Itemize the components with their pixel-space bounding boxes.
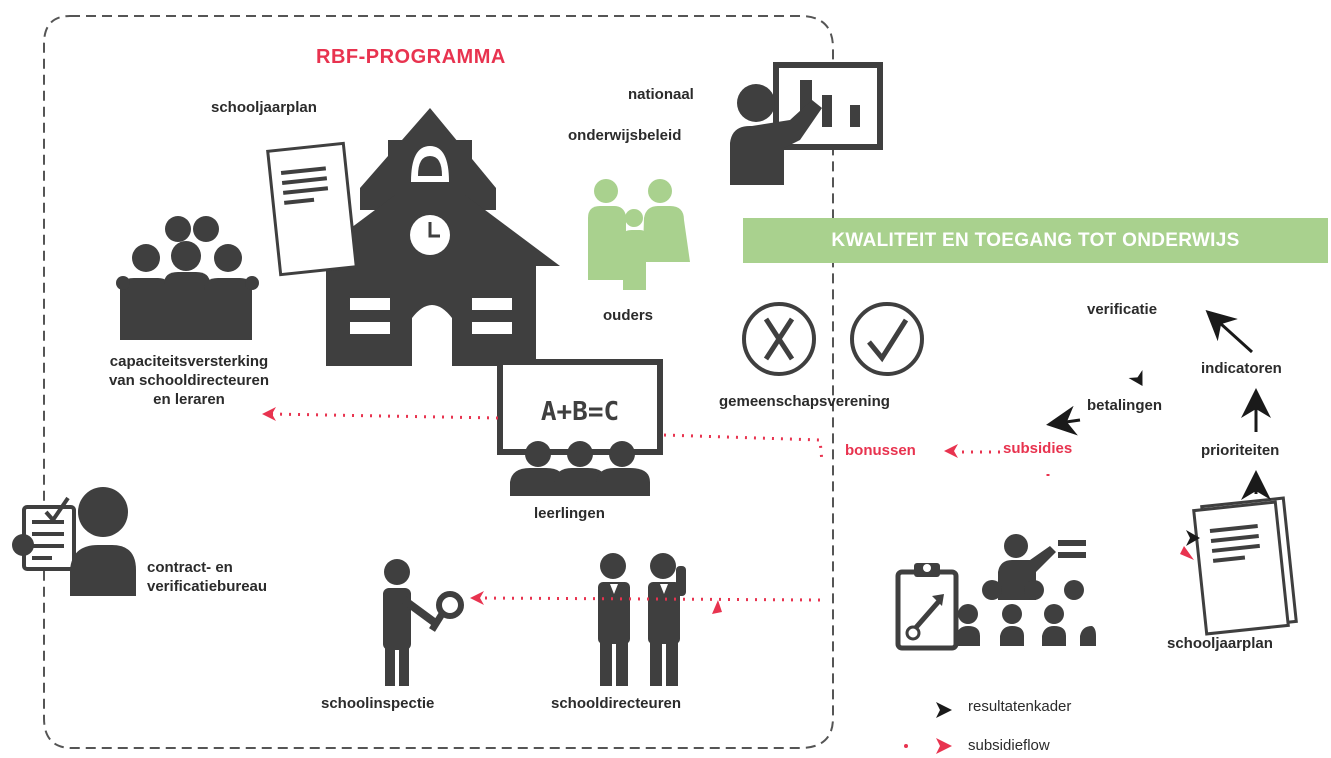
legend-black-arrow: [936, 702, 952, 718]
label-capacity: capaciteitsversterking van schooldirecte…: [84, 352, 294, 409]
family-icon: [588, 179, 690, 290]
label-leerlingen: leerlingen: [534, 505, 605, 522]
label-capacity-line3: en leraren: [153, 391, 225, 408]
board-text: A+B=C: [541, 397, 619, 427]
label-schooljaarplan-right: schooljaarplan: [1167, 635, 1273, 652]
label-schooljaarplan-left: schooljaarplan: [211, 99, 317, 116]
cross-circle-icon: [742, 302, 816, 376]
legend-markers: [904, 702, 952, 754]
legend-resultatenkader: resultatenkader: [968, 698, 1072, 715]
label-nationaal: nationaal: [628, 86, 694, 103]
classroom-board-icon: A+B=C: [497, 359, 663, 496]
results-framework-arrows: [1046, 309, 1271, 500]
label-gemeenschapsverening: gemeenschapsverening: [719, 393, 890, 410]
legend-red-arrow: [936, 738, 952, 754]
label-subsidies: subsidies: [1003, 440, 1073, 457]
program-title: RBF-PROGRAMMA: [316, 46, 506, 68]
label-prioriteiten: prioriteiten: [1201, 442, 1280, 459]
program-boundary: [43, 15, 834, 749]
contract-person-icon: [12, 487, 136, 596]
document-right-icon: [1192, 496, 1298, 636]
subsidy-flows: [269, 412, 1050, 602]
quality-access-banner: KWALITEIT EN TOEGANG TOT ONDERWIJS: [743, 218, 1328, 263]
check-circle-icon: [850, 302, 924, 376]
label-contract: contract- en verificatiebureau: [147, 558, 267, 596]
label-capacity-line1: capaciteitsversterking: [109, 353, 269, 370]
presenter-chart-icon: [730, 62, 883, 185]
inspector-magnifier-icon: [383, 559, 464, 686]
clipboard-chart-icon: [895, 563, 959, 651]
label-indicatoren: indicatoren: [1201, 360, 1282, 377]
label-schooldirecteuren: schooldirecteuren: [551, 695, 682, 712]
label-bonussen: bonussen: [845, 442, 916, 459]
results-arrowheads: [1128, 369, 1200, 546]
label-schoolinspectie: schoolinspectie: [321, 695, 435, 712]
label-betalingen: betalingen: [1087, 397, 1163, 414]
school-building-icon: [300, 108, 560, 366]
document-icon: [266, 141, 358, 277]
subsidy-arrowheads: [262, 407, 1194, 614]
directors-icon: [598, 553, 686, 686]
label-verificatie: verificatie: [1087, 301, 1158, 318]
label-onderwijsbeleid: onderwijsbeleid: [568, 127, 682, 144]
legend-subsidieflow: subsidieflow: [968, 737, 1050, 754]
teacher-group-icon: [956, 534, 1096, 646]
label-contract-line1: contract- en: [147, 559, 233, 576]
label-contract-line2: verificatiebureau: [147, 578, 268, 595]
group-icon: [116, 216, 259, 340]
label-capacity-line2: van schooldirecteuren: [108, 372, 270, 389]
label-ouders: ouders: [603, 307, 654, 324]
